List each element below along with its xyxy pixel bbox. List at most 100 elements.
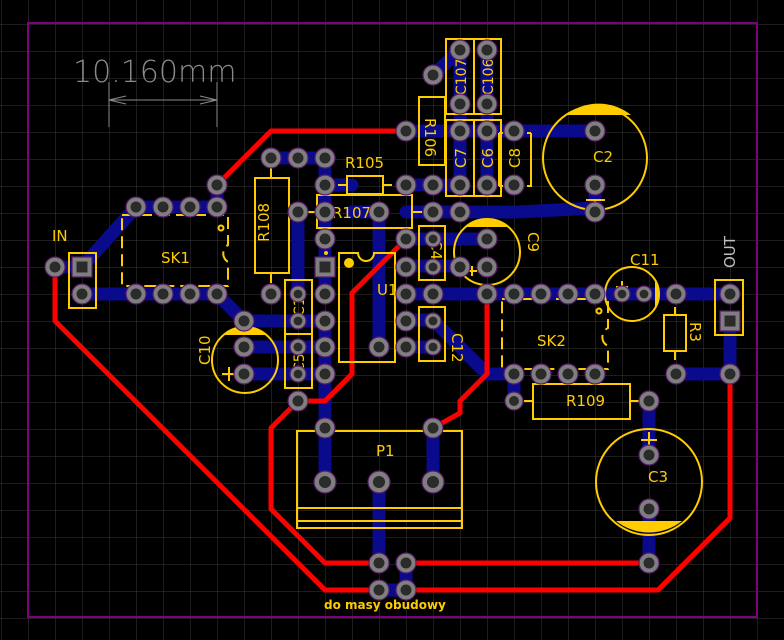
sk2-label: SK2: [537, 332, 566, 350]
pad-hole: [535, 368, 547, 380]
pad-hole: [639, 289, 649, 299]
pad-hole: [454, 206, 466, 218]
pad-hole: [643, 395, 655, 407]
pad-hole: [319, 288, 331, 300]
pad-hole: [617, 289, 627, 299]
pad-hole: [319, 179, 331, 191]
pad-hole: [481, 125, 493, 137]
pad-hole: [373, 584, 385, 596]
pad-hole: [400, 125, 412, 137]
c10-label: C10: [196, 335, 214, 365]
c6-label: C6: [479, 148, 497, 168]
pad-hole: [265, 152, 277, 164]
pad-hole: [293, 316, 303, 326]
connector-out-outline: [714, 279, 744, 336]
pad-hole: [400, 584, 412, 596]
connector-in-outline: [68, 252, 97, 309]
pad-hole: [589, 368, 601, 380]
pad-hole: [643, 449, 655, 461]
pad-hole: [427, 288, 439, 300]
pad-hole: [643, 503, 655, 515]
pad-hole: [508, 288, 520, 300]
pad-hole: [724, 368, 736, 380]
dimension-label: 10.160mm: [73, 55, 236, 90]
pad-hole: [428, 316, 438, 326]
c11-label: C11: [630, 251, 660, 269]
pad-hole: [454, 98, 466, 110]
pad-hole: [211, 201, 223, 213]
pads: [44, 39, 741, 601]
pad-hole: [76, 261, 88, 273]
pad-hole: [481, 179, 493, 191]
pad-hole: [292, 395, 304, 407]
pad-hole: [400, 179, 412, 191]
pad-hole: [589, 125, 601, 137]
dimension-annotation: 10.160mm: [73, 55, 236, 127]
pad-hole: [589, 288, 601, 300]
pad-hole: [372, 475, 386, 489]
ground-note-label: do masy obudowy: [324, 598, 446, 612]
pad-hole: [400, 233, 412, 245]
pad-hole: [508, 368, 520, 380]
pad-hole: [319, 341, 331, 353]
pad-hole: [292, 152, 304, 164]
pad-hole: [481, 288, 493, 300]
r108-label: R108: [255, 203, 273, 242]
pad-hole: [293, 369, 303, 379]
pad-hole: [319, 261, 331, 273]
c8-label: C8: [506, 148, 524, 168]
pad-hole: [454, 44, 466, 56]
c107-label: C107: [454, 59, 470, 96]
pad-hole: [373, 206, 385, 218]
pad-hole: [454, 179, 466, 191]
pad-hole: [509, 396, 519, 406]
pad-hole: [130, 201, 142, 213]
pad-hole: [400, 288, 412, 300]
pad-hole: [373, 341, 385, 353]
pad-hole: [454, 261, 466, 273]
pad-hole: [427, 69, 439, 81]
sk2-outline: [501, 298, 609, 370]
r109-label: R109: [566, 392, 605, 410]
pad-hole: [562, 368, 574, 380]
pad-hole: [184, 288, 196, 300]
connector-in-label: IN: [52, 227, 68, 245]
pad-hole: [293, 289, 303, 299]
pad-hole: [427, 422, 439, 434]
pad-hole: [670, 368, 682, 380]
pad-hole: [318, 475, 332, 489]
c2-label: C2: [593, 148, 613, 166]
pad-hole: [589, 179, 601, 191]
pad-hole: [319, 368, 331, 380]
pad-hole: [319, 315, 331, 327]
pad-hole: [481, 98, 493, 110]
pad-hole: [211, 288, 223, 300]
pad-hole: [400, 557, 412, 569]
pad-hole: [562, 288, 574, 300]
pad-hole: [184, 201, 196, 213]
r3-label: R3: [686, 322, 704, 342]
pad-hole: [76, 288, 88, 300]
pad-hole: [319, 233, 331, 245]
pad-hole: [589, 206, 601, 218]
board-outline: [27, 22, 758, 618]
pad-hole: [426, 475, 440, 489]
c3-label: C3: [648, 468, 668, 486]
pad-hole: [428, 234, 438, 244]
pad-hole: [428, 342, 438, 352]
pad-hole: [293, 342, 303, 352]
r105-label: R105: [345, 154, 384, 172]
sk1-label: SK1: [161, 249, 190, 267]
r106-label: R106: [421, 118, 439, 157]
c106-label: C106: [481, 58, 497, 95]
p1-label: P1: [376, 442, 395, 460]
pad-hole: [481, 233, 493, 245]
c9-label: C9: [524, 232, 542, 252]
pad-hole: [292, 206, 304, 218]
pad-hole: [400, 261, 412, 273]
pad-hole: [508, 125, 520, 137]
pad-hole: [428, 262, 438, 272]
pad-hole: [724, 288, 736, 300]
